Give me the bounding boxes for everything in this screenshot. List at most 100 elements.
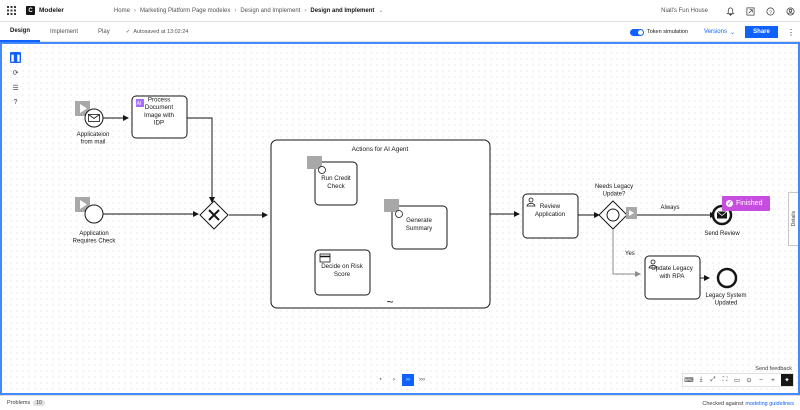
subprocess-ai-agent[interactable]: [270, 139, 491, 309]
problems-count-badge: 10: [33, 400, 45, 406]
fit-view-icon[interactable]: ⤢: [710, 376, 716, 383]
chevron-down-icon[interactable]: ⌄: [378, 8, 384, 14]
bell-icon[interactable]: [720, 0, 740, 22]
autosave-text: Autosaved at 13:02:24: [133, 28, 189, 35]
breadcrumb-project[interactable]: Marketing Platform Page modelex: [139, 7, 231, 14]
send-feedback-link[interactable]: Send feedback: [755, 366, 792, 372]
flow-label-yes: Yes: [625, 251, 635, 257]
breadcrumb-current[interactable]: Design and Implement: [310, 7, 375, 14]
checkmark-icon: ✓: [125, 28, 131, 35]
camunda-logo: C: [26, 6, 35, 15]
speed-normal-icon[interactable]: ››: [402, 374, 414, 386]
download-icon[interactable]: ⤓: [699, 376, 703, 383]
business-rule-table-icon: [319, 253, 331, 263]
fullscreen-icon[interactable]: ⛶: [722, 376, 728, 383]
problems-label[interactable]: Problems: [7, 400, 31, 406]
reset-icon[interactable]: ⟳: [12, 69, 19, 77]
top-header: C Modeler Home › Marketing Platform Page…: [0, 0, 800, 22]
subprocess-label: Actions for AI Agent: [352, 146, 409, 153]
user-task-icon: [528, 197, 534, 203]
service-task-gear-icon: [318, 166, 326, 174]
reset-zoom-icon[interactable]: ⊙: [746, 377, 752, 384]
breadcrumb-chevron-icon: ›: [234, 7, 237, 14]
zoom-toolbar: ⌨ ⤓ ⤢ ⛶ ▭ ⊙ − + ✦: [682, 373, 794, 387]
user-avatar-icon[interactable]: [780, 0, 800, 22]
details-label: Details: [790, 211, 797, 227]
end-event-send-review-label: Send Review: [704, 231, 740, 237]
speed-icon[interactable]: ◔: [378, 377, 382, 383]
zoom-in-icon[interactable]: +: [771, 376, 775, 384]
chevron-down-icon: ⌄: [729, 29, 735, 36]
versions-menu[interactable]: Versions ⌄: [704, 29, 735, 36]
send-message-icon: [717, 211, 727, 219]
tab-design[interactable]: Design: [0, 22, 41, 42]
tab-play[interactable]: Play: [98, 28, 110, 35]
ad-hoc-marker-icon: ~: [386, 295, 393, 309]
share-button[interactable]: Share: [745, 26, 778, 38]
user-task-icon: [650, 259, 656, 265]
task-update-legacy-rpa[interactable]: [644, 255, 701, 300]
event-based-gateway[interactable]: [598, 200, 628, 230]
envelope-icon: [88, 114, 100, 122]
breadcrumb-chevron-icon: ›: [133, 7, 136, 14]
overflow-menu-icon[interactable]: ⋮: [787, 27, 795, 37]
mode-toolbar: Design Implement Play ✓ Autosaved at 13:…: [0, 22, 800, 42]
breadcrumb-folder[interactable]: Design and Implement: [240, 7, 301, 14]
pause-icon[interactable]: ❚❚: [10, 52, 21, 63]
app-name: Modeler: [39, 7, 64, 14]
help-icon[interactable]: ?: [760, 0, 780, 22]
versions-label: Versions: [703, 29, 727, 35]
zoom-out-icon[interactable]: −: [759, 376, 763, 384]
start-event-mail[interactable]: [84, 108, 104, 128]
task-generate-summary[interactable]: [391, 205, 448, 250]
token-simulation-toggle[interactable]: [629, 28, 644, 36]
ai-assistant-icon[interactable]: ✦: [781, 374, 793, 386]
token-simulation-label: Token simulation: [646, 29, 688, 35]
task-process-document[interactable]: [131, 95, 188, 139]
task-review-application[interactable]: [522, 193, 579, 239]
status-footer: Problems 10 Checked against modeling gui…: [0, 395, 800, 410]
tab-implement[interactable]: Implement: [50, 28, 79, 35]
launch-icon[interactable]: [740, 0, 760, 22]
pause-overlay: [307, 156, 322, 169]
exclusive-gateway[interactable]: [199, 200, 229, 230]
breadcrumb-home[interactable]: Home: [113, 7, 130, 14]
idp-icon: [136, 99, 144, 107]
finished-badge: ✓ Finished: [722, 196, 770, 211]
organization-name[interactable]: Niall's Fun House: [661, 8, 708, 14]
details-panel-toggle[interactable]: Details: [788, 192, 798, 246]
help-icon[interactable]: ?: [13, 99, 18, 106]
speed-slow-icon[interactable]: ›: [393, 377, 395, 383]
start-event-check[interactable]: [84, 204, 104, 224]
app-switcher-icon[interactable]: [0, 0, 22, 22]
modeling-guidelines-link[interactable]: modeling guidelines: [745, 400, 794, 407]
finished-label: Finished: [736, 200, 763, 207]
keyboard-icon[interactable]: ⌨: [684, 377, 694, 384]
svg-text:?: ?: [769, 9, 772, 15]
check-circle-icon: ✓: [726, 200, 733, 207]
tool-palette: ❚❚ ⟳ ☰ ?: [10, 52, 21, 108]
breadcrumb-chevron-icon: ›: [304, 7, 307, 14]
log-icon[interactable]: ☰: [12, 84, 19, 92]
pause-overlay: [384, 199, 399, 212]
playback-controls: ◔ › ›› ›››: [374, 374, 428, 386]
speed-fast-icon[interactable]: ›››: [419, 377, 425, 383]
service-task-gear-icon: [395, 210, 403, 218]
task-run-credit-check[interactable]: [314, 161, 358, 206]
minimap-icon[interactable]: ▭: [733, 377, 741, 384]
svg-text:AI: AI: [137, 101, 142, 107]
end-event-legacy-updated[interactable]: [716, 267, 738, 289]
checked-against-text: Checked against: [702, 400, 744, 407]
